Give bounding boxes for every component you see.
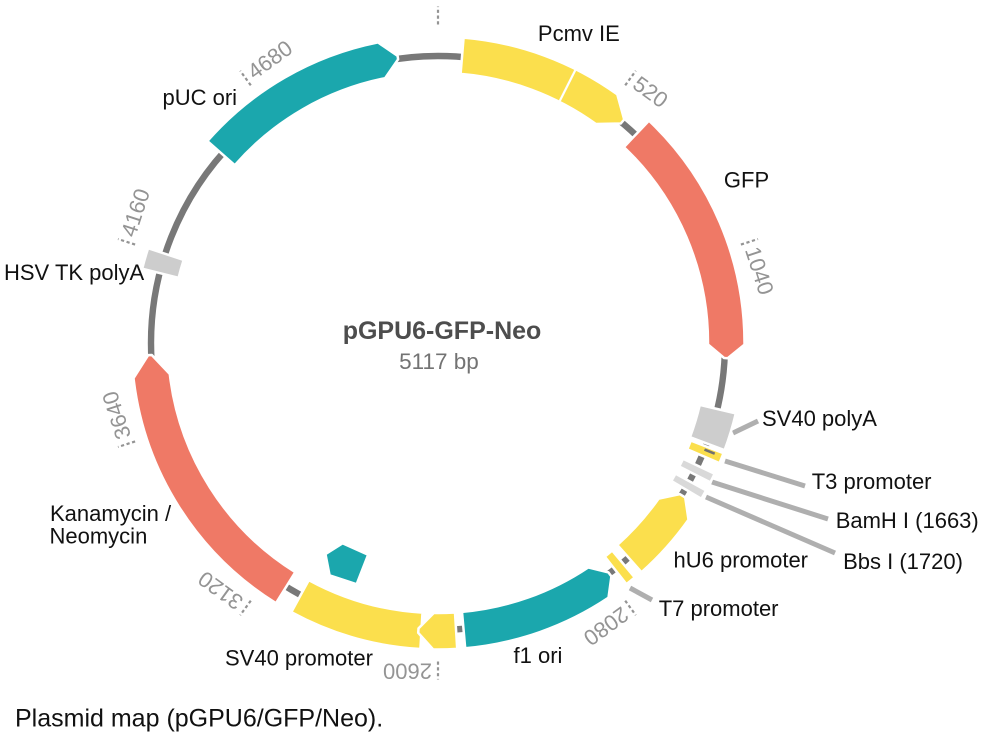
svg-text:T7 promoter: T7 promoter bbox=[659, 596, 779, 621]
svg-text:Kanamycin /: Kanamycin / bbox=[50, 501, 172, 526]
svg-text:Bbs I (1720): Bbs I (1720) bbox=[843, 549, 963, 574]
svg-text:SV40 promoter: SV40 promoter bbox=[225, 646, 373, 671]
svg-text:1040: 1040 bbox=[740, 244, 779, 298]
svg-text:BamH I (1663): BamH I (1663) bbox=[836, 508, 979, 533]
svg-text:4160: 4160 bbox=[116, 186, 155, 240]
svg-text:pUC ori: pUC ori bbox=[163, 85, 238, 110]
svg-text:GFP: GFP bbox=[724, 168, 769, 193]
svg-text:3640: 3640 bbox=[97, 388, 136, 442]
svg-text:hU6 promoter: hU6 promoter bbox=[674, 548, 809, 573]
svg-text:HSV TK polyA: HSV TK polyA bbox=[4, 260, 145, 285]
svg-text:520: 520 bbox=[628, 71, 672, 113]
svg-text:5117 bp: 5117 bp bbox=[399, 349, 479, 374]
svg-text:pGPU6-GFP-Neo: pGPU6-GFP-Neo bbox=[343, 317, 542, 345]
svg-text:T3 promoter: T3 promoter bbox=[812, 469, 932, 494]
svg-text:Pcmv IE: Pcmv IE bbox=[538, 21, 620, 46]
svg-text:f1 ori: f1 ori bbox=[514, 643, 563, 668]
svg-text:2600: 2600 bbox=[383, 659, 432, 684]
svg-text:Neomycin: Neomycin bbox=[50, 524, 148, 549]
svg-text:Plasmid map (pGPU6/GFP/Neo).: Plasmid map (pGPU6/GFP/Neo). bbox=[15, 705, 383, 733]
svg-text:SV40 polyA: SV40 polyA bbox=[762, 406, 877, 431]
